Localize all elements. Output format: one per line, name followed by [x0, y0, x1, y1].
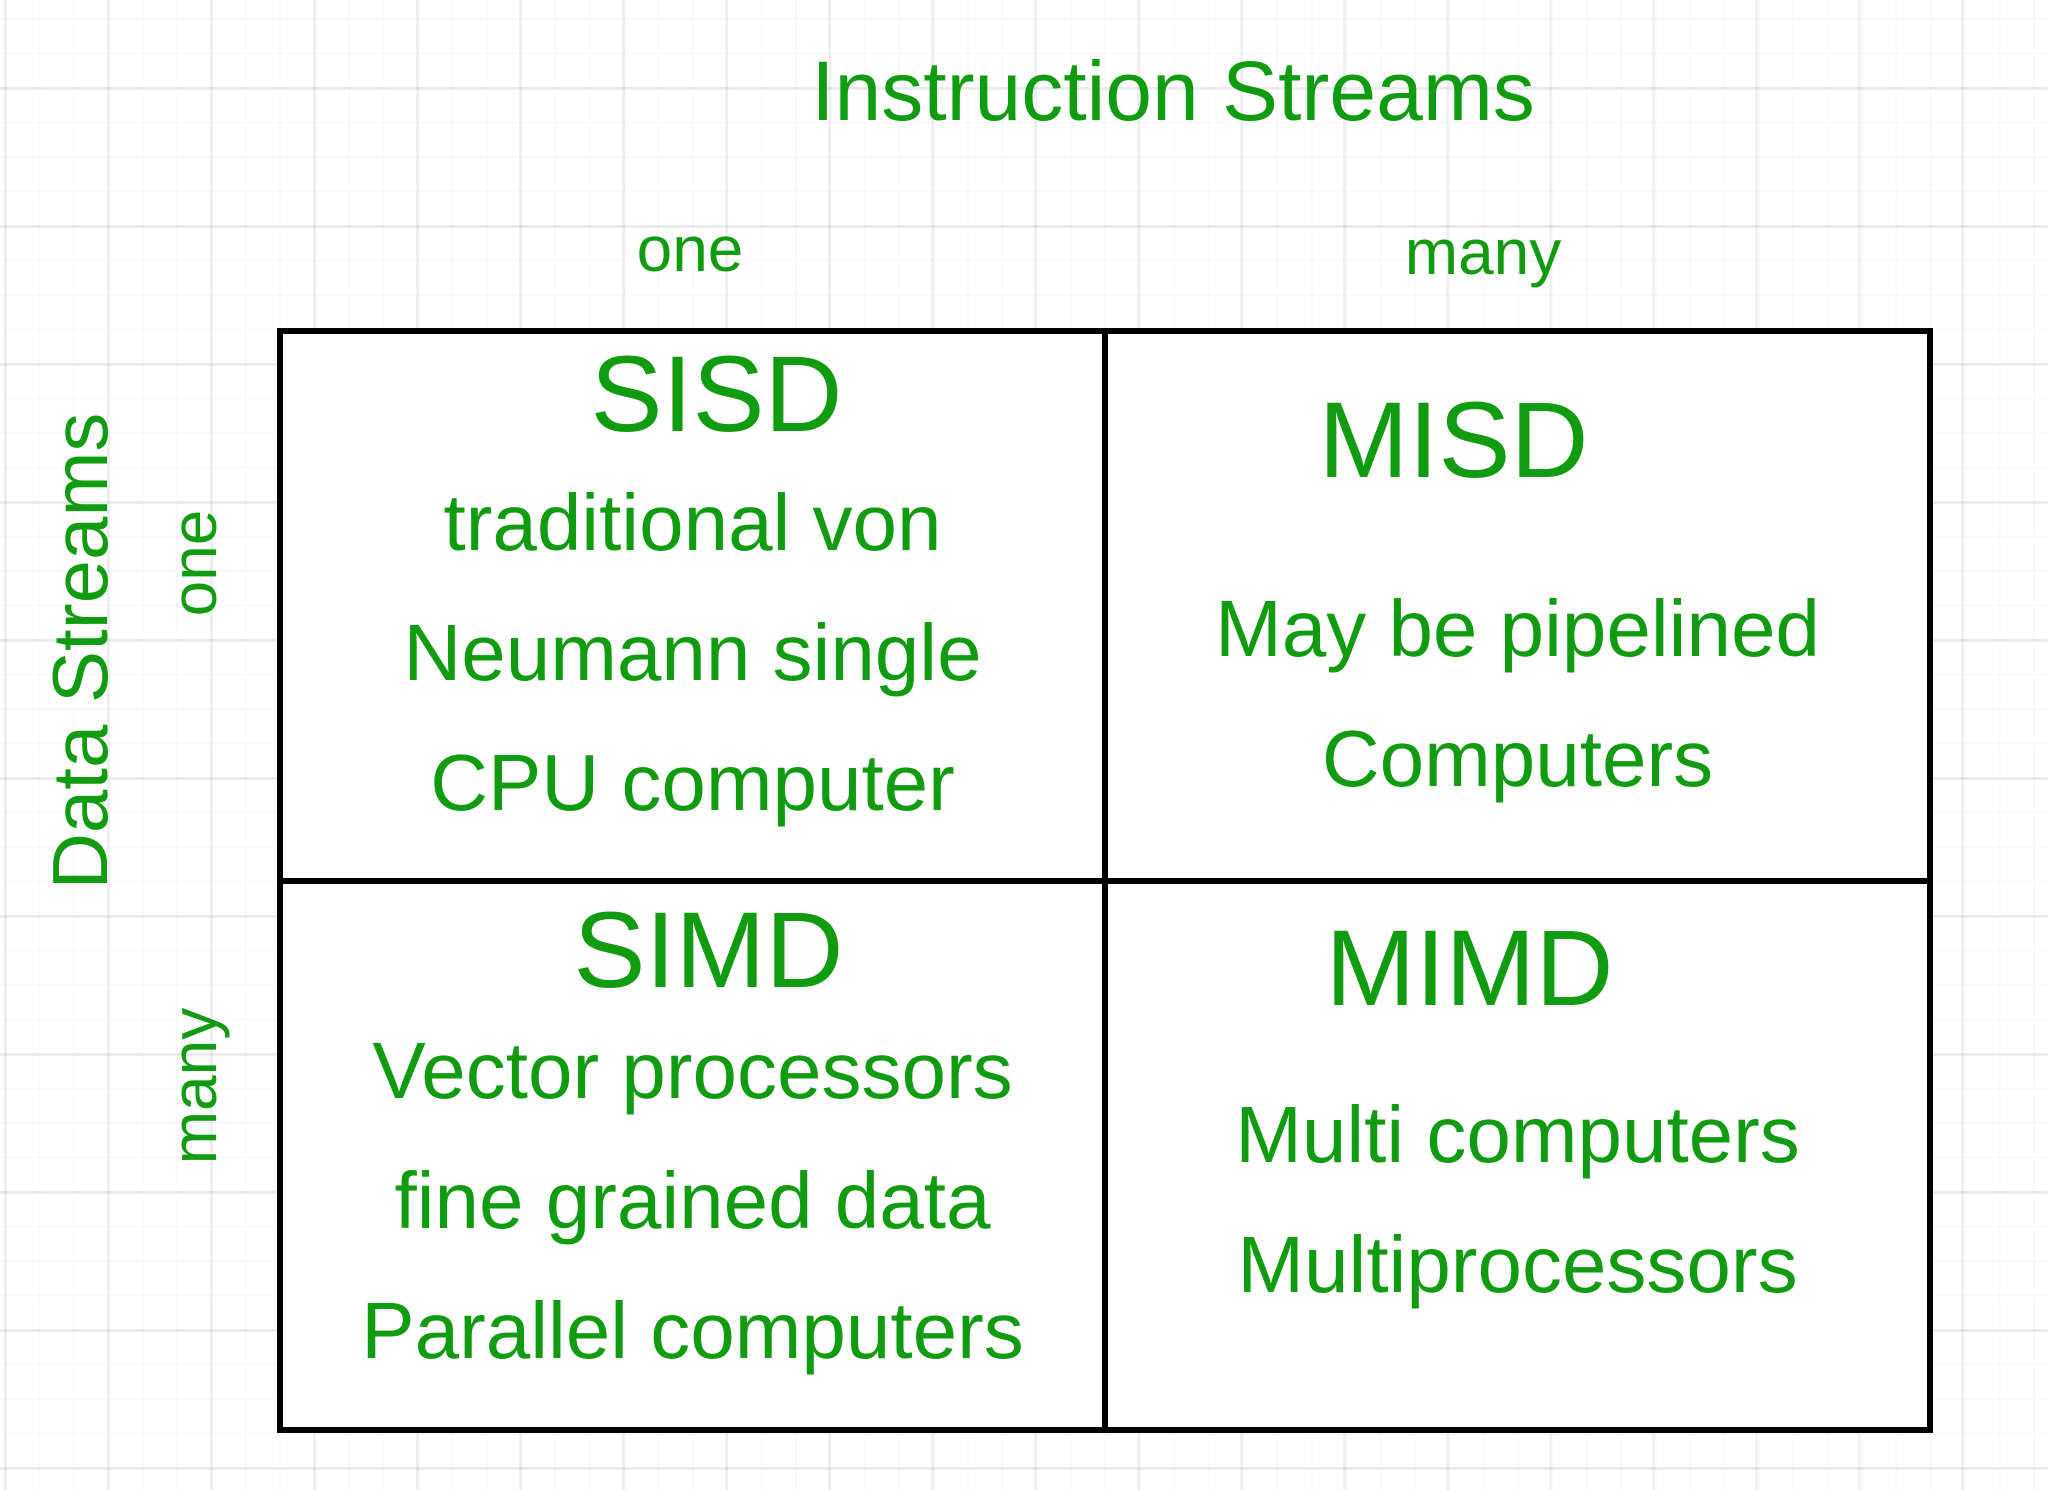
instruction-streams-label-many: many: [1404, 216, 1562, 288]
cell-misd: MISD May be pipelined Computers: [1108, 334, 1927, 878]
cell-mimd-description: Multi computers Multiprocessors: [1235, 1070, 1800, 1330]
taxonomy-matrix: SISD traditional von Neumann single CPU …: [277, 328, 1933, 1433]
cell-mimd-line-2: Multiprocessors: [1237, 1219, 1798, 1309]
cell-simd-title: SIMD: [573, 888, 844, 1010]
cell-misd-description: May be pipelined Computers: [1215, 564, 1820, 824]
cell-sisd-description: traditional von Neumann single CPU compu…: [403, 458, 981, 848]
cell-misd-line-1: May be pipelined: [1215, 584, 1820, 673]
cell-simd-line-1: Vector processors: [372, 1025, 1013, 1115]
cell-sisd-title: SISD: [590, 334, 843, 454]
cell-sisd-line-2: Neumann single: [403, 608, 982, 697]
cell-simd-line-2: fine grained data: [394, 1155, 991, 1245]
cell-simd: SIMD Vector processors fine grained data…: [283, 883, 1102, 1427]
cell-mimd-line-1: Multi computers: [1235, 1089, 1800, 1179]
cell-simd-description: Vector processors fine grained data Para…: [361, 1006, 1024, 1396]
instruction-streams-label-one: one: [636, 213, 744, 285]
cell-mimd-title: MIMD: [1325, 906, 1614, 1028]
data-streams-axis-title: Data Streams: [36, 412, 124, 890]
cell-sisd-line-3: CPU computer: [430, 738, 955, 827]
data-streams-label-many: many: [158, 1007, 230, 1165]
cell-mimd: MIMD Multi computers Multiprocessors: [1108, 883, 1927, 1427]
cell-sisd-line-1: traditional von: [443, 478, 942, 567]
cell-misd-title: MISD: [1318, 379, 1589, 500]
cell-sisd: SISD traditional von Neumann single CPU …: [283, 334, 1102, 878]
cell-simd-line-3: Parallel computers: [361, 1285, 1024, 1375]
instruction-streams-axis-title: Instruction Streams: [811, 44, 1535, 138]
data-streams-label-one: one: [158, 509, 230, 617]
cell-misd-line-2: Computers: [1321, 714, 1714, 803]
